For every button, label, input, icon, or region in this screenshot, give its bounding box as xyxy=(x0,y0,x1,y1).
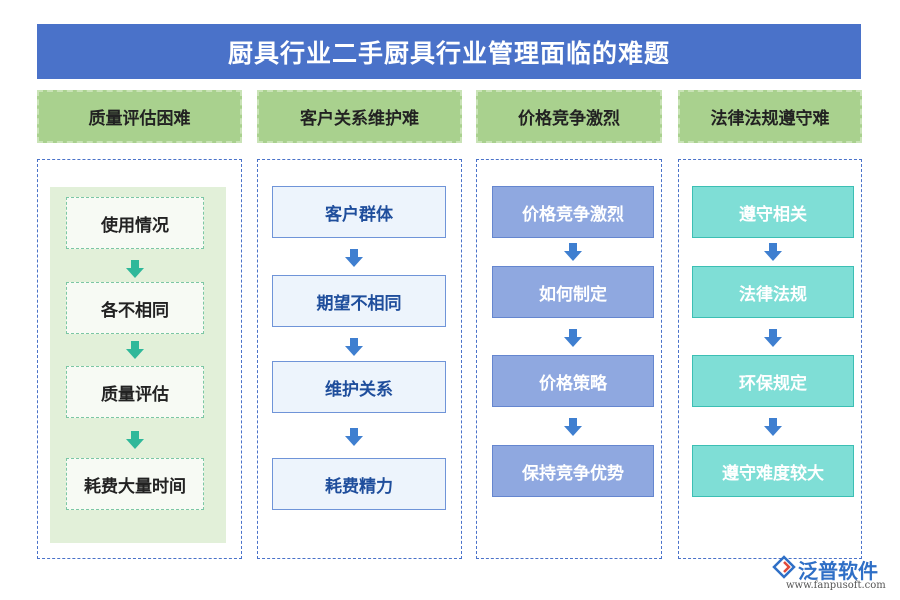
page-title: 厨具行业二手厨具行业管理面临的难题 xyxy=(37,24,861,79)
flow-box: 耗费精力 xyxy=(272,458,446,510)
arrow-down-icon xyxy=(564,243,582,261)
arrow-down-icon xyxy=(764,329,782,347)
column-header-price: 价格竞争激烈 xyxy=(476,90,662,143)
logo-name: 泛普软件 xyxy=(798,559,878,583)
flow-box: 法律法规 xyxy=(692,266,854,318)
flow-box: 价格策略 xyxy=(492,355,654,407)
column-body-customer xyxy=(257,159,462,559)
flow-box: 使用情况 xyxy=(66,197,204,249)
arrow-down-icon xyxy=(126,341,144,359)
arrow-down-icon xyxy=(126,431,144,449)
flow-box: 价格竞争激烈 xyxy=(492,186,654,238)
column-body-price xyxy=(476,159,662,559)
column-header-law: 法律法规遵守难 xyxy=(678,90,862,143)
arrow-down-icon xyxy=(345,338,363,356)
arrow-down-icon xyxy=(764,418,782,436)
flow-box: 质量评估 xyxy=(66,366,204,418)
arrow-down-icon xyxy=(564,418,582,436)
flow-box: 各不相同 xyxy=(66,282,204,334)
logo-url: www.fanpusoft.com xyxy=(786,580,886,591)
flow-box: 维护关系 xyxy=(272,361,446,413)
column-header-customer: 客户关系维护难 xyxy=(257,90,462,143)
flow-box: 如何制定 xyxy=(492,266,654,318)
flow-box: 保持竞争优势 xyxy=(492,445,654,497)
arrow-down-icon xyxy=(345,249,363,267)
flow-box: 遵守相关 xyxy=(692,186,854,238)
flow-box: 客户群体 xyxy=(272,186,446,238)
arrow-down-icon xyxy=(564,329,582,347)
column-body-quality xyxy=(37,159,242,559)
brand-logo: 泛普软件 www.fanpusoft.com xyxy=(772,553,892,595)
flow-box: 期望不相同 xyxy=(272,275,446,327)
fanpu-logo-icon xyxy=(772,555,796,579)
arrow-down-icon xyxy=(764,243,782,261)
arrow-down-icon xyxy=(126,260,144,278)
column-body-law xyxy=(678,159,862,559)
column-header-quality: 质量评估困难 xyxy=(37,90,242,143)
flow-box: 环保规定 xyxy=(692,355,854,407)
flow-box: 耗费大量时间 xyxy=(66,458,204,510)
arrow-down-icon xyxy=(345,428,363,446)
flow-box: 遵守难度较大 xyxy=(692,445,854,497)
